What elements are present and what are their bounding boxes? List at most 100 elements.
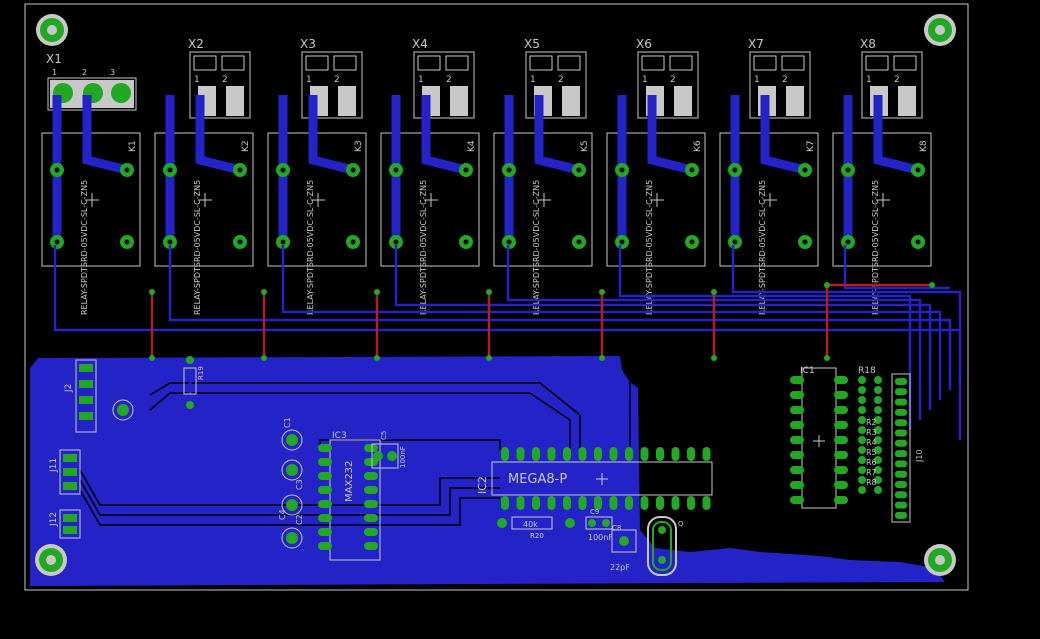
r-array-pad: [858, 396, 866, 404]
crystal-label: Q: [678, 520, 684, 528]
x1-pin1-label: 1: [52, 68, 57, 77]
relay-label: K1: [128, 140, 138, 152]
terminal-label: X6: [636, 37, 652, 51]
ic2-pin: [532, 496, 540, 510]
terminal-pin2: 2: [782, 75, 788, 85]
r-array-pad: [858, 376, 866, 384]
relay-part-number: RELAY-SPDTSRD-05VDC-SL-C-ZN5: [306, 180, 315, 315]
ic2-pin: [687, 496, 695, 510]
ic3-pin: [318, 486, 332, 494]
ic2-mega8: MEGA8-P IC2: [476, 447, 713, 510]
ic1-pin: [790, 481, 804, 489]
ic1-pin: [790, 451, 804, 459]
terminal-pin1: 1: [530, 75, 536, 85]
terminal-label: X5: [524, 37, 540, 51]
ic1-pin: [834, 481, 848, 489]
c8-value: 22pF: [610, 563, 630, 572]
r-array-pad: [874, 486, 882, 494]
ic2-pin: [625, 447, 633, 461]
ic2-pin: [547, 496, 556, 510]
c9-value: 100nF: [588, 533, 613, 542]
r-array-pad: [858, 426, 866, 434]
j10-pin: [895, 388, 907, 396]
r-array-label: R6: [866, 458, 877, 467]
relay-label: K2: [241, 140, 251, 152]
crystal-q1: Q: [647, 516, 684, 576]
ic3-label: IC3: [332, 431, 347, 441]
j10-pin: [895, 460, 907, 468]
relay-label: K7: [806, 140, 816, 152]
ic1-pin: [834, 496, 848, 504]
ic3-pin: [364, 458, 378, 466]
ic2-pin: [609, 496, 618, 510]
terminal-pin2: 2: [222, 75, 228, 85]
connector-j2: J2: [64, 359, 97, 433]
ic1-pin: [790, 421, 804, 429]
capacitor-c8: C8 22pF: [610, 524, 637, 572]
ic3-pin: [318, 500, 332, 508]
ic1-pin: [790, 496, 804, 504]
ic3-pin: [364, 542, 378, 550]
ic1-pin: [790, 466, 804, 474]
ic1-pin: [790, 376, 804, 384]
ic1-pin: [790, 406, 804, 414]
ic2-pin: [671, 496, 680, 510]
ic3-pin: [318, 472, 332, 480]
r-array-label: R2: [866, 418, 877, 427]
ic3-max232: IC3 MAX232: [318, 431, 381, 561]
r-array-label: R5: [866, 448, 877, 457]
r20-label: R20: [530, 532, 544, 540]
r-array-pad: [858, 486, 866, 494]
connector-j11: J11: [49, 449, 81, 495]
ic3-pin: [364, 514, 378, 522]
electrolytic-caps: C1 C4 C3 C2: [112, 399, 304, 549]
pour-traces: [79, 381, 800, 526]
relay-part-number: RELAY-SPDTSRD-05VDC-SL-C-ZN5: [419, 180, 428, 315]
c9-label: C9: [590, 508, 599, 516]
ic3-pin: [364, 444, 378, 452]
ic2-pin: [547, 447, 556, 461]
r-array-pad: [874, 376, 882, 384]
r-array-pad: [874, 406, 882, 414]
j10-label: J10: [915, 449, 924, 463]
j10-pin: [895, 470, 907, 478]
r-array-pad: [874, 396, 882, 404]
j10-pin: [895, 439, 907, 447]
c5-label: C5: [380, 431, 388, 440]
c3-label: C3: [295, 479, 304, 490]
ic2-pin: [501, 447, 509, 461]
terminal-pin1: 1: [754, 75, 760, 85]
ic3-pin: [364, 486, 378, 494]
r-array-pad: [858, 456, 866, 464]
j10-pin: [895, 491, 907, 499]
ic3-pin: [364, 528, 378, 536]
r-array-pad: [874, 456, 882, 464]
terminal-pin1: 1: [642, 75, 648, 85]
ic2-pin: [609, 447, 618, 461]
ic2-pin: [516, 496, 525, 510]
r-array-pad: [874, 476, 882, 484]
ic1-pin: [834, 391, 848, 399]
ic2-pin: [501, 496, 509, 510]
r-array-pad: [858, 476, 866, 484]
terminal-pin2: 2: [334, 75, 340, 85]
r-array-pad: [858, 406, 866, 414]
terminal-pin2: 2: [558, 75, 564, 85]
relay-label: K4: [467, 140, 477, 152]
ic1-pin: [790, 391, 804, 399]
ic2-pin: [625, 496, 633, 510]
relay-part-number: RELAY-SPDTSRD-05VDC-SL-C-ZN5: [80, 180, 89, 315]
r-array-pad: [858, 446, 866, 454]
ic2-label: IC2: [476, 476, 489, 494]
ic2-pin: [594, 496, 602, 510]
terminal-x2: X2 1 2: [188, 37, 251, 119]
terminal-label: X2: [188, 37, 204, 51]
terminal-pin2: 2: [446, 75, 452, 85]
r-array-pad: [874, 426, 882, 434]
j2-label: J2: [64, 384, 74, 393]
r-array-pad: [874, 416, 882, 424]
terminal-label: X8: [860, 37, 876, 51]
j11-label: J11: [49, 458, 59, 473]
